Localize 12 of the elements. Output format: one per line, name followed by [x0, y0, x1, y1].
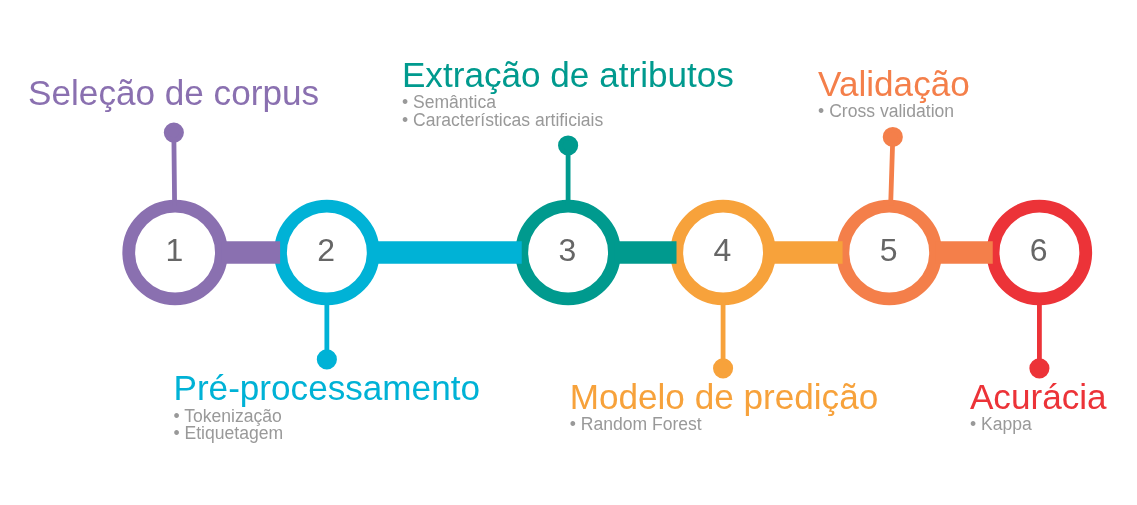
node-text: Pré-processamento • Tokenização • Etiquetagem [173, 368, 480, 444]
node-circle: 4 [670, 199, 776, 306]
node-text: Modelo de predição • Random Forest [569, 377, 879, 435]
node-text: Validação • Cross validation [818, 64, 970, 122]
node-text: Acurácia • Kappa [969, 377, 1107, 435]
node-circle: 6 [986, 199, 1093, 306]
node-text: Seleção de corpus [28, 72, 320, 112]
node-circle: 3 [515, 199, 621, 306]
node-circle: 1 [122, 199, 228, 306]
node-circle: 2 [274, 199, 380, 306]
node-text: Extração de atributos • Semântica • Características artificiais [401, 55, 734, 130]
node-circle: 5 [836, 199, 942, 306]
